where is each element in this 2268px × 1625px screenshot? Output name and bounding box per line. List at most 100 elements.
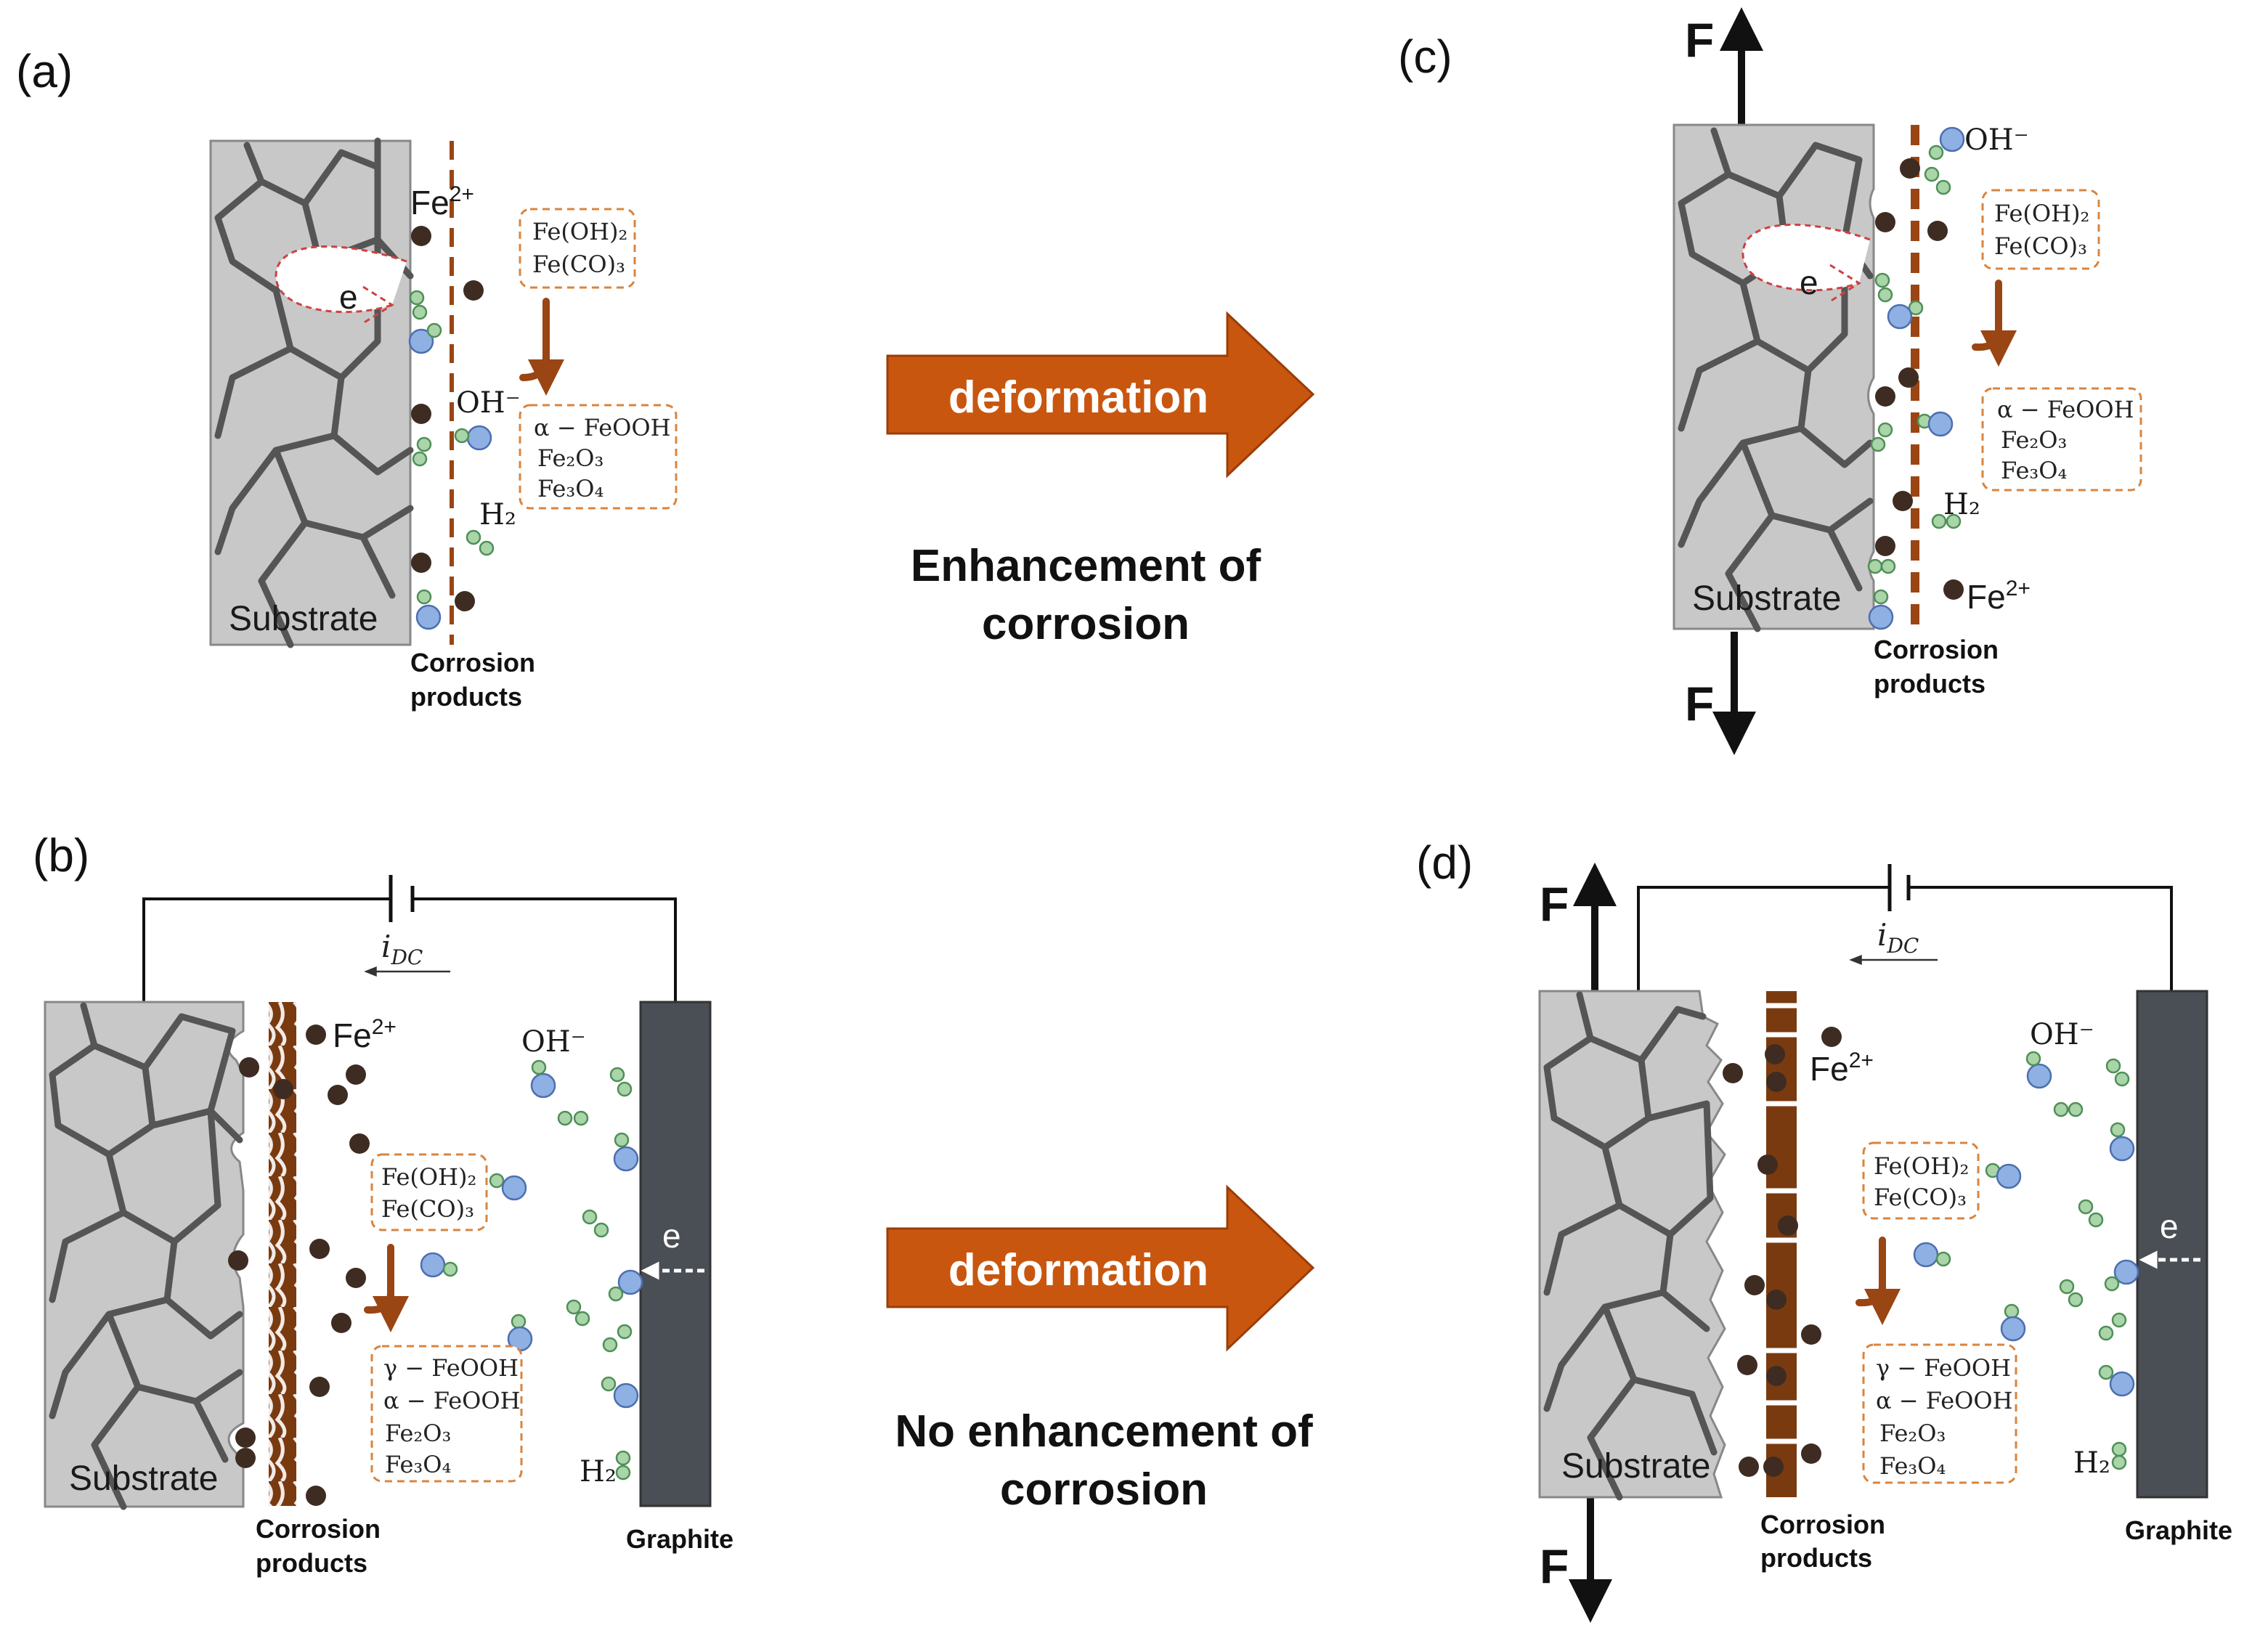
h-atom-dot [573, 1110, 589, 1126]
arrow-bottom-label: deformation [948, 1245, 1208, 1295]
h-atom-dot [2088, 1212, 2104, 1228]
panel-c-force-bottom: F [1685, 677, 1714, 730]
panel-d-fe-ion-label: Fe2+ [1810, 1048, 1874, 1088]
h-atom-dot [416, 589, 432, 605]
fe-ion-dot [411, 226, 431, 246]
fe-ion-dot [1927, 221, 1948, 241]
fe-ion-dot [463, 280, 484, 301]
oh-ion-dot [1887, 304, 1913, 330]
oh-ion-dot [613, 1146, 639, 1172]
oh-ion-dot [408, 328, 434, 354]
panel-c-box2: α − FeOOH Fe₂O₃ Fe₃O₄ [1981, 387, 2142, 492]
fe-ion-dot [1893, 491, 1913, 511]
panel-b-oh-label: OH⁻ [521, 1025, 586, 1059]
h-atom-dot [1877, 287, 1893, 303]
panel-a-box2: α − FeOOH Fe₂O₃ Fe₃O₄ [519, 404, 678, 510]
oh-ion-dot [415, 604, 442, 630]
h-atom-dot [442, 1261, 458, 1277]
arrow-top-label: deformation [948, 372, 1208, 423]
fe-ion-dot [1900, 158, 1920, 179]
h-atom-dot [593, 1222, 609, 1238]
panel-c-box1: Fe(OH)₂ Fe(CO)₃ [1981, 189, 2100, 270]
arrow-bottom-shape [886, 1184, 1315, 1352]
panel-d-label: (d) [1416, 836, 1473, 889]
fe-ion-dot [328, 1085, 348, 1105]
panel-d-products-layer [1766, 991, 1797, 1497]
h-atom-dot [2111, 1312, 2127, 1328]
h-atom-dot [2004, 1303, 2020, 1319]
panel-d-products-caption: products [1760, 1543, 1872, 1573]
oh-ion-dot [2000, 1316, 2026, 1342]
h-atom-dot [412, 304, 428, 320]
h-atom-dot [412, 451, 428, 467]
h-atom-dot [479, 540, 495, 556]
box1-item: Fe(CO)₃ [1994, 232, 2087, 260]
h-atom-dot [2114, 1071, 2130, 1087]
h-atom-dot [1870, 436, 1886, 452]
panel-c-substrate-label: Substrate [1692, 579, 1841, 618]
panel-b-particles [228, 1025, 643, 1506]
h-atom-dot [615, 1450, 631, 1466]
panel-d-oh-label: OH⁻ [2030, 1018, 2094, 1051]
h-atom-dot [531, 1059, 547, 1075]
arrow-top-caption-2: corrosion [982, 599, 1190, 649]
oh-ion-dot [420, 1252, 446, 1278]
fe-ion-dot [1875, 212, 1895, 232]
panel-d-box2: γ − FeOOH α − FeOOH Fe₂O₃ Fe₃O₄ [1862, 1343, 2017, 1484]
panel-c-oh-label: OH⁻ [1964, 123, 2029, 157]
h-atom-dot [1946, 513, 1962, 529]
h-atom-dot [615, 1465, 631, 1481]
arrow-top-caption-1: Enhancement of [911, 541, 1261, 591]
h-atom-dot [602, 1337, 618, 1353]
arrow-bottom: deformation No enhancement of corrosion [886, 1184, 1315, 1515]
box1-item: Fe(CO)₃ [1874, 1184, 1967, 1211]
h-atom-dot [609, 1067, 625, 1083]
panel-c-products-caption: products [1874, 669, 1985, 699]
oh-ion-dot [1927, 411, 1954, 437]
panel-d-products-caption: Corrosion [1760, 1510, 1885, 1539]
panel-a-products-caption: Corrosion [410, 648, 535, 677]
fe-ion-dot [1801, 1324, 1821, 1345]
fe-ion-dot [1757, 1154, 1778, 1175]
fe-ion-dot [306, 1486, 326, 1506]
h-atom-dot [466, 529, 481, 545]
box2-item: α − FeOOH [534, 414, 671, 441]
h-atom-dot [582, 1209, 598, 1225]
h-atom-dot [608, 1286, 624, 1302]
fe-ion-dot [1766, 1072, 1787, 1092]
fe-ion-dot [1766, 1366, 1787, 1386]
box2-item: α − FeOOH [1997, 396, 2134, 423]
h-atom-dot [2105, 1058, 2121, 1074]
fe-ion-dot [1943, 579, 1964, 600]
arrow-bottom-caption-1: No enhancement of [895, 1406, 1313, 1457]
h-atom-dot [416, 436, 432, 452]
panel-b-label: (b) [33, 829, 89, 881]
panel-c-label: (c) [1398, 30, 1452, 83]
panel-a-electron-label: e [339, 278, 358, 316]
h-atom-dot [2068, 1101, 2084, 1117]
panel-a: (a) Substrate e Fe2+ OH⁻ H₂ [16, 45, 678, 712]
h-atom-dot [2111, 1454, 2127, 1470]
panel-c-substrate: Substrate [1672, 123, 1875, 632]
oh-ion-dot [501, 1175, 527, 1201]
panel-a-electron-loop: e [275, 245, 407, 325]
box2-item: Fe₃O₄ [2001, 457, 2067, 484]
h-atom-dot [1874, 272, 1890, 288]
panel-d-substrate: Substrate [1538, 990, 1726, 1501]
panel-c-force-top: F [1685, 13, 1714, 67]
panel-b-fe-ion-label: Fe2+ [333, 1015, 397, 1054]
box1-item: Fe(CO)₃ [532, 251, 625, 278]
panel-c-electron-loop: e [1741, 224, 1871, 303]
h-atom-dot [566, 1299, 582, 1315]
panel-d-circuit: iDC [1637, 864, 2173, 991]
panel-a-particles [408, 226, 495, 630]
fe-ion-dot [455, 591, 475, 611]
panel-b-h2-label: H₂ [580, 1455, 617, 1488]
box2-item: γ − FeOOH [383, 1354, 519, 1382]
fe-ion-dot [1778, 1215, 1798, 1236]
fe-ion-dot [411, 553, 431, 573]
fe-ion-dot [1737, 1355, 1757, 1375]
panel-a-label: (a) [16, 45, 73, 97]
fe-ion-dot [346, 1064, 366, 1085]
panel-b-electron-label: e [662, 1217, 681, 1255]
